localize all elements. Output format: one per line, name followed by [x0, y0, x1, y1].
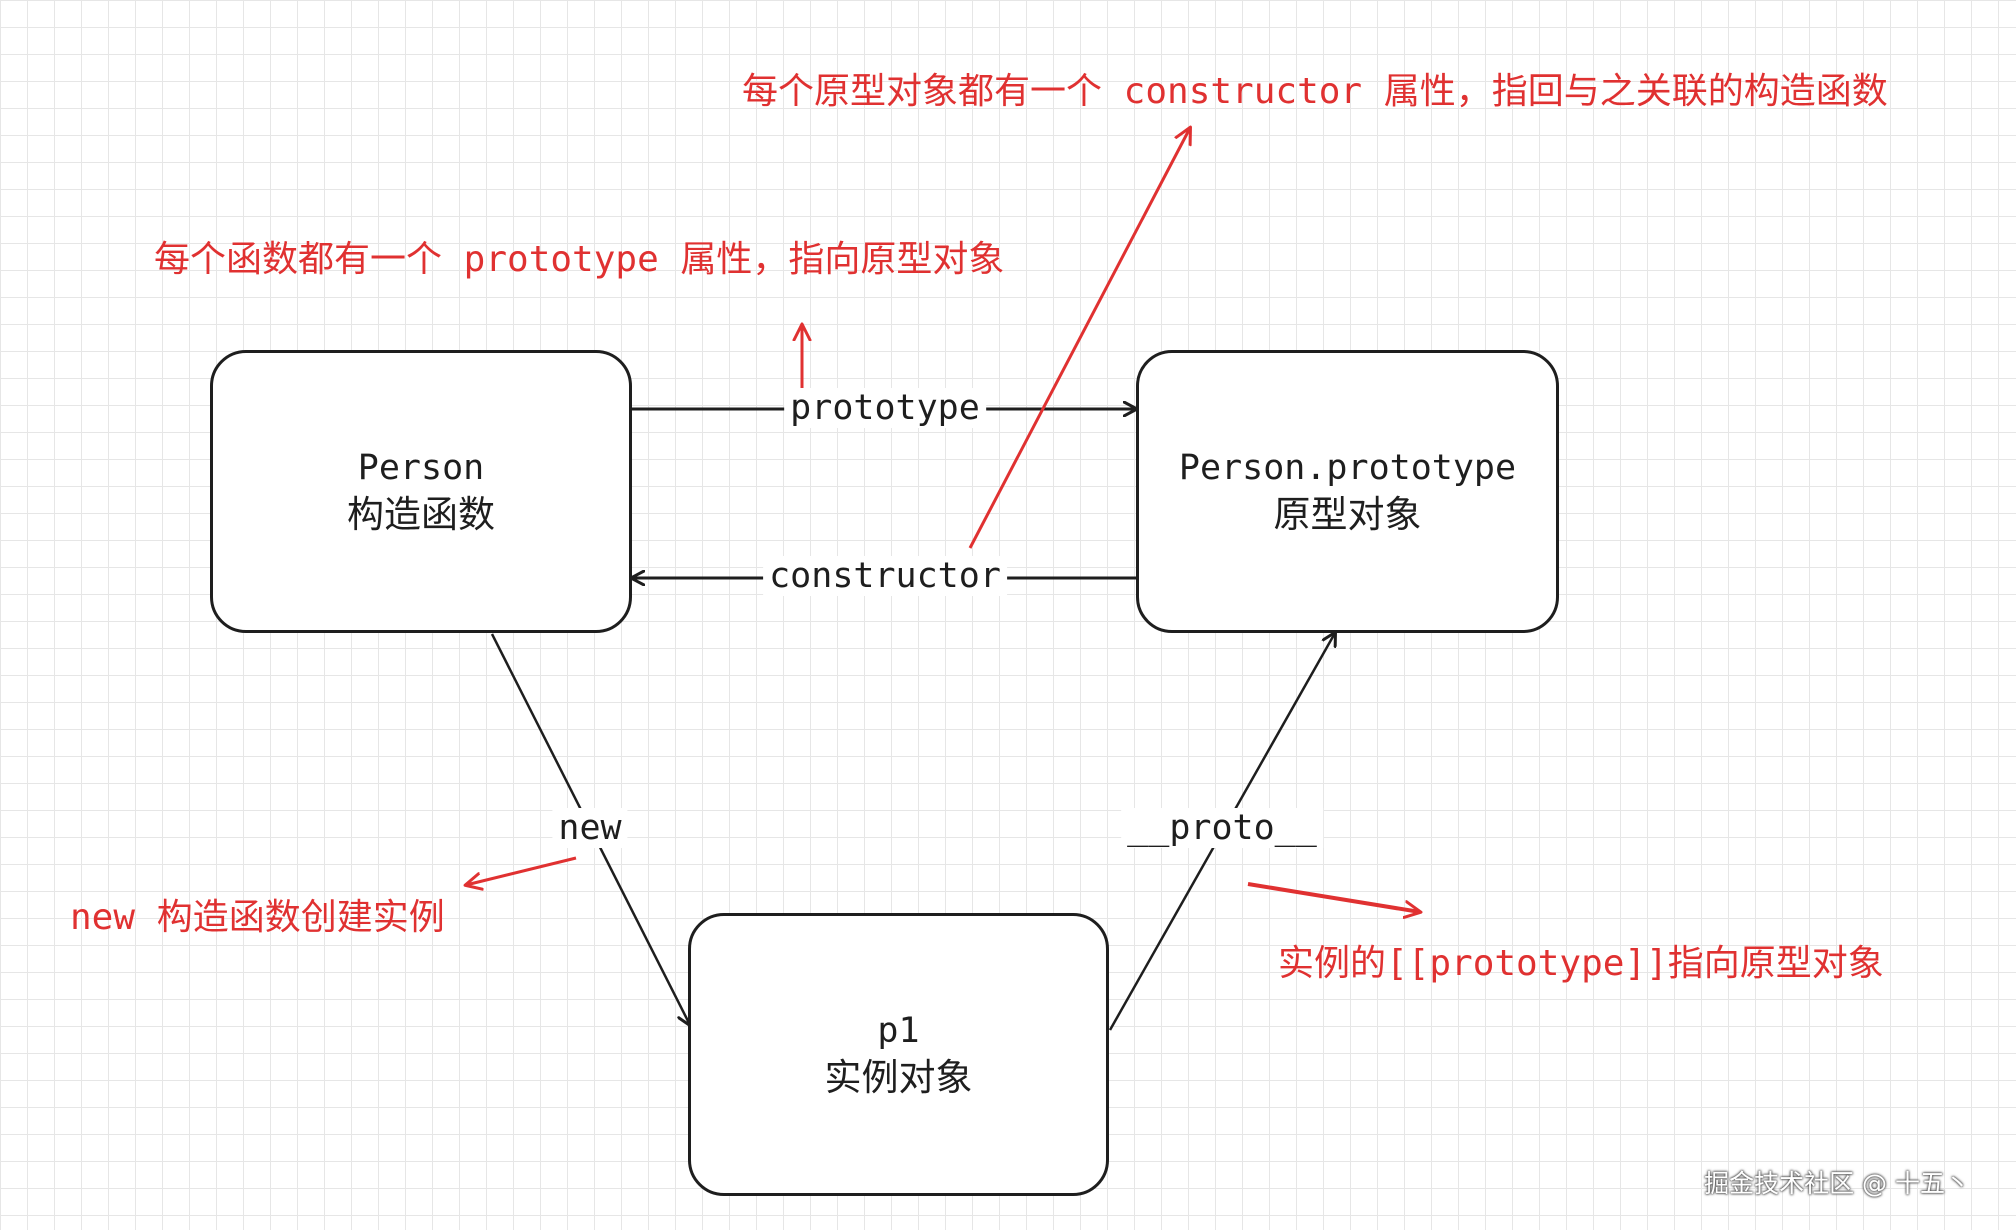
person-node-title: Person	[357, 447, 485, 488]
person-constructor-node: Person 构造函数	[210, 350, 632, 633]
instance-node: p1 实例对象	[688, 913, 1109, 1196]
new-note: new 构造函数创建实例	[70, 897, 445, 938]
prototype-note: 每个函数都有一个 prototype 属性，指向原型对象	[154, 239, 1005, 280]
proto-note: 实例的[[prototype]]指向原型对象	[1278, 943, 1884, 984]
prototype-node-subtitle: 原型对象	[1273, 492, 1422, 536]
prototype-edge-label: prototype	[784, 388, 986, 428]
person-node-subtitle: 构造函数	[347, 492, 495, 536]
proto-note-arrow	[1247, 882, 1420, 912]
proto-edge-label: __proto__	[1121, 808, 1323, 848]
person-prototype-node: Person.prototype 原型对象	[1136, 350, 1559, 633]
constructor-note: 每个原型对象都有一个 constructor 属性，指回与之关联的构造函数	[742, 71, 1888, 112]
new-note-arrow	[466, 856, 577, 885]
new-edge-label: new	[552, 808, 628, 848]
prototype-node-title: Person.prototype	[1178, 447, 1517, 488]
constructor-note-arrow	[968, 128, 1190, 549]
watermark: 掘金技术社区 @ 十五丶	[1704, 1169, 1970, 1198]
instance-node-title: p1	[877, 1010, 920, 1051]
constructor-edge-label: constructor	[763, 556, 1007, 596]
instance-node-subtitle: 实例对象	[824, 1055, 973, 1099]
